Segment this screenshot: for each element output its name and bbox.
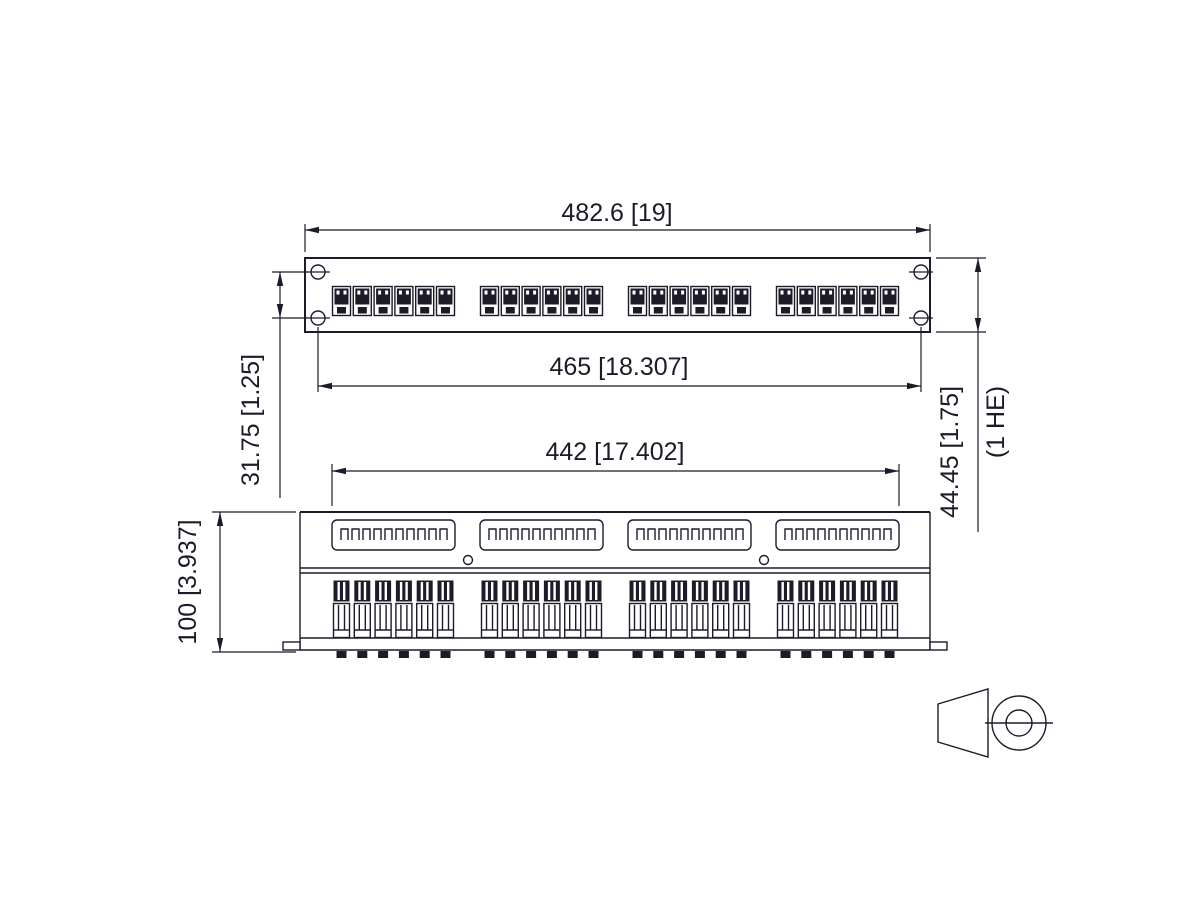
- dim-panel-height: 44.45 [1.75] (1 HE): [936, 257, 1010, 532]
- dim-body-width: 442 [17.402]: [331, 438, 900, 506]
- base-flange: [282, 637, 948, 651]
- dim-label-panel-height: 44.45 [1.75]: [936, 386, 964, 518]
- first-angle-projection-icon: [937, 688, 1053, 758]
- screw-hole: [758, 554, 770, 566]
- dim-depth: 100 [3.937]: [174, 511, 296, 653]
- idc-connector-group: [482, 581, 602, 659]
- strain-relief-combs: [331, 519, 900, 551]
- dim-label-body-width: 442 [17.402]: [545, 438, 684, 466]
- dim-label-overall-width: 482.6 [19]: [561, 199, 672, 227]
- dim-mounting-hole-span: 465 [18.307]: [317, 327, 922, 392]
- dim-overall-width: 482.6 [19]: [304, 199, 931, 252]
- mounting-holes: [306, 264, 933, 326]
- dim-label-rack-unit: (1 HE): [982, 386, 1010, 458]
- top-view: [282, 511, 948, 659]
- rear-connector-field: [334, 581, 898, 659]
- front-view: [304, 257, 933, 333]
- idc-connector-group: [778, 581, 898, 659]
- dim-hole-pitch-vertical: 31.75 [1.25]: [237, 271, 308, 498]
- dim-label-hole-pitch-vertical: 31.75 [1.25]: [237, 354, 265, 486]
- dim-label-depth: 100 [3.937]: [174, 519, 202, 644]
- screw-hole: [462, 554, 474, 566]
- idc-connector-group: [334, 581, 454, 659]
- idc-connector-group: [630, 581, 750, 659]
- dim-label-mounting-hole-span: 465 [18.307]: [549, 353, 688, 381]
